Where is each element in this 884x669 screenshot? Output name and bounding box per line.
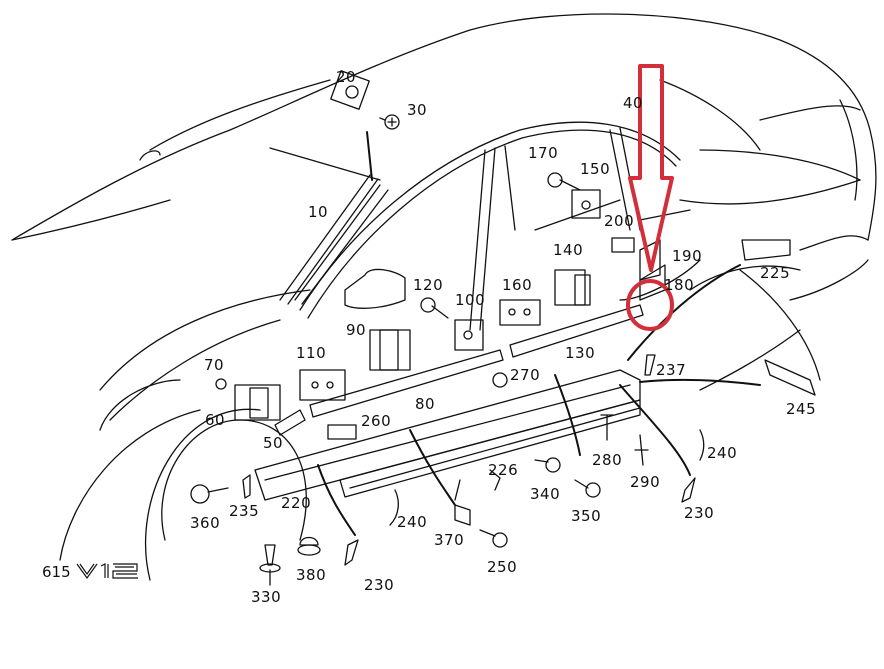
part-label-150: 150 <box>580 160 611 178</box>
part-label-140: 140 <box>553 241 584 259</box>
part-label-10: 10 <box>308 203 329 221</box>
part-label-220: 220 <box>281 494 312 512</box>
red-circle-highlight <box>626 279 674 331</box>
part-label-290: 290 <box>630 473 661 491</box>
part-label-240-left: 240 <box>397 513 428 531</box>
part-label-110: 110 <box>296 344 327 362</box>
part-label-130: 130 <box>565 344 596 362</box>
part-label-250: 250 <box>487 558 518 576</box>
v12-badge-icon <box>76 563 138 580</box>
part-label-350: 350 <box>571 507 602 525</box>
part-label-225: 225 <box>760 264 791 282</box>
part-label-230-right: 230 <box>684 504 715 522</box>
part-label-50: 50 <box>263 434 284 452</box>
part-label-70: 70 <box>204 356 225 374</box>
part-label-40: 40 <box>623 94 644 112</box>
part-label-30: 30 <box>407 101 428 119</box>
part-label-180: 180 <box>664 276 695 294</box>
part-label-120: 120 <box>413 276 444 294</box>
part-label-90: 90 <box>346 321 367 339</box>
part-label-280: 280 <box>592 451 623 469</box>
leader-lines <box>317 131 761 536</box>
part-label-340: 340 <box>530 485 561 503</box>
part-label-190: 190 <box>672 247 703 265</box>
part-label-170: 170 <box>528 144 559 162</box>
part-label-270: 270 <box>510 366 541 384</box>
highlight-callout <box>626 64 674 331</box>
part-label-360: 360 <box>190 514 221 532</box>
red-arrow-icon <box>628 64 674 272</box>
model-number: 615 <box>42 563 71 581</box>
part-label-200: 200 <box>604 212 635 230</box>
rocker-trims <box>254 304 644 501</box>
part-label-60: 60 <box>205 411 226 429</box>
part-label-370: 370 <box>434 531 465 549</box>
part-label-237: 237 <box>656 361 687 379</box>
part-label-20: 20 <box>336 68 357 86</box>
part-label-160: 160 <box>502 276 533 294</box>
part-label-240-right: 240 <box>707 444 738 462</box>
part-label-80: 80 <box>415 395 436 413</box>
part-label-260: 260 <box>361 412 392 430</box>
part-label-330: 330 <box>251 588 282 606</box>
part-label-245: 245 <box>786 400 817 418</box>
part-icons <box>190 70 816 586</box>
car-body-outline <box>11 13 877 581</box>
part-label-100: 100 <box>455 291 486 309</box>
part-label-235: 235 <box>229 502 260 520</box>
part-label-380: 380 <box>296 566 327 584</box>
part-label-226: 226 <box>488 461 519 479</box>
part-label-230-left: 230 <box>364 576 395 594</box>
